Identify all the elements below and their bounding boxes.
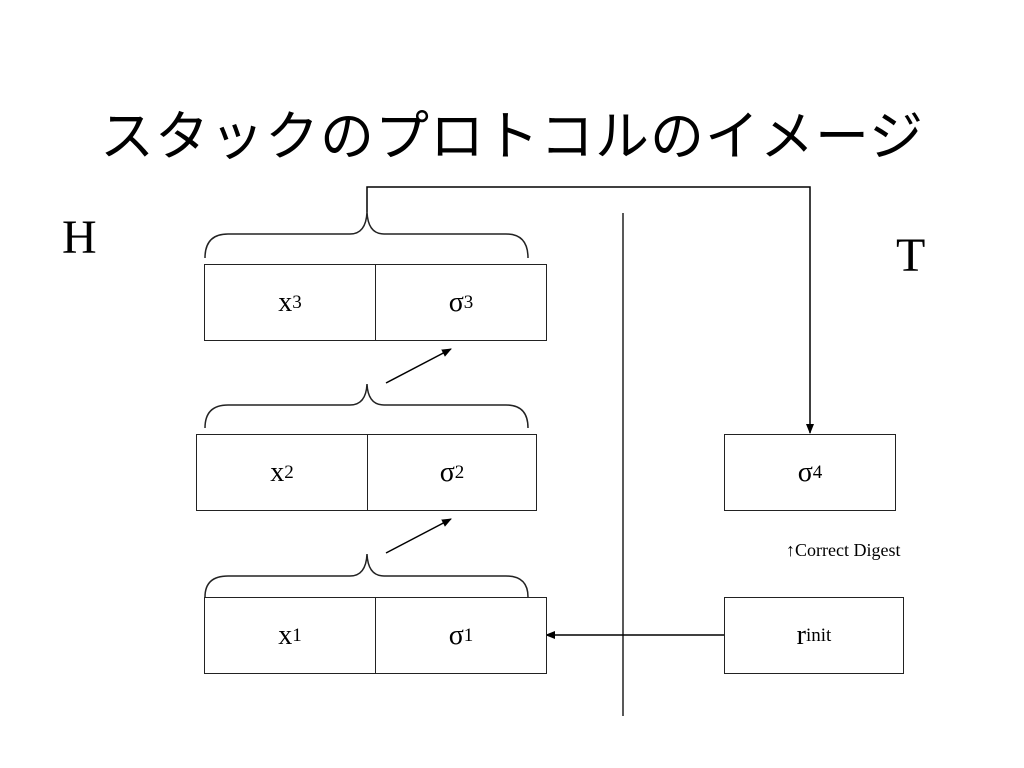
cell-sigma1-sub: 1 bbox=[463, 624, 474, 646]
brace-middle bbox=[204, 383, 529, 429]
cell-sigma2-label: σ bbox=[439, 456, 455, 488]
cell-x3-label: x bbox=[278, 286, 293, 318]
cell-sigma4-sub: 4 bbox=[812, 461, 823, 483]
party-h-label: H bbox=[62, 211, 97, 264]
cell-sigma1-label: σ bbox=[448, 619, 464, 651]
cell-x3-sub: 3 bbox=[292, 291, 302, 313]
brace-top bbox=[204, 211, 529, 259]
cell-x2-label: x bbox=[270, 456, 285, 488]
arrow-to-sigma3 bbox=[385, 348, 452, 384]
cell-sigma2-sub: 2 bbox=[454, 461, 465, 483]
party-t-label: T bbox=[896, 229, 926, 282]
cell-x1-sub: 1 bbox=[292, 624, 302, 646]
slide-title: スタックのプロトコルのイメージ bbox=[100, 105, 924, 168]
cell-rinit-sub: init bbox=[805, 624, 832, 646]
arrow-to-sigma2 bbox=[385, 518, 452, 554]
cell-rinit-label: r bbox=[796, 619, 806, 651]
cell-sigma3-sub: 3 bbox=[463, 291, 474, 313]
arrow-to-sigma4 bbox=[366, 186, 814, 434]
correct-digest-note: ↑Correct Digest bbox=[786, 540, 901, 560]
cell-sigma3-label: σ bbox=[448, 286, 464, 318]
cell-x1-label: x bbox=[278, 619, 293, 651]
cell-x2-sub: 2 bbox=[284, 461, 294, 483]
brace-bottom bbox=[204, 553, 529, 598]
cell-sigma4-label: σ bbox=[797, 456, 813, 488]
